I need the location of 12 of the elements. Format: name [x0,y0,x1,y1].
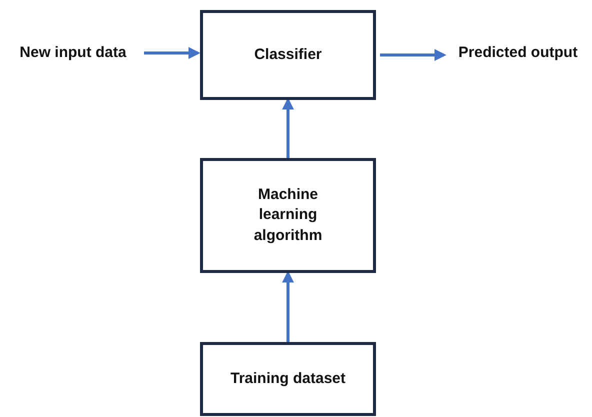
process-box [200,158,376,273]
process-box [200,342,376,416]
arrow [144,47,200,59]
input-label: New input data [20,42,126,63]
arrow [380,49,446,61]
process-box [200,10,376,100]
output-label: Predicted output [458,42,578,63]
arrow [282,270,294,342]
box-label: Classifier [254,44,322,65]
arrow [282,98,294,158]
box-label: Training dataset [230,368,346,389]
box-label: Machine learning algorithm [252,185,324,246]
